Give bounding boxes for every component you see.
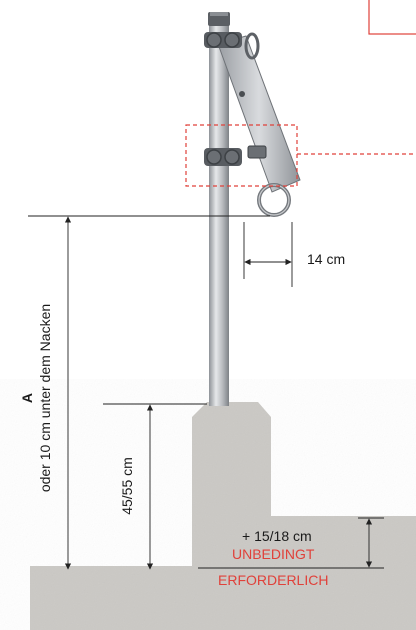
height-a-text: oder 10 cm unter dem Nacken: [37, 303, 53, 493]
swing-arm: [204, 32, 301, 217]
post: [208, 12, 230, 406]
offset-label: 14 cm: [307, 251, 346, 267]
detail-highlight-box: [185, 124, 298, 187]
post-base-label-wrap: 45/55 cm: [119, 426, 139, 546]
offset-dimension: [243, 222, 293, 287]
post-base-label: 45/55 cm: [119, 457, 135, 515]
warning-line-1: UNBEDINGT: [232, 546, 315, 562]
warning-line-2: ERFORDERLICH: [218, 572, 329, 588]
height-a-label-group: A oder 10 cm unter dem Nacken: [19, 233, 63, 563]
base-dimension: [103, 403, 207, 570]
height-a-letter: A: [19, 392, 35, 404]
elevation-label: + 15/18 cm: [242, 528, 312, 544]
height-a-dimension: [28, 215, 270, 570]
concrete-footing: [30, 402, 416, 630]
elevation-dimension: [198, 517, 384, 569]
callout-box: [368, 0, 416, 35]
